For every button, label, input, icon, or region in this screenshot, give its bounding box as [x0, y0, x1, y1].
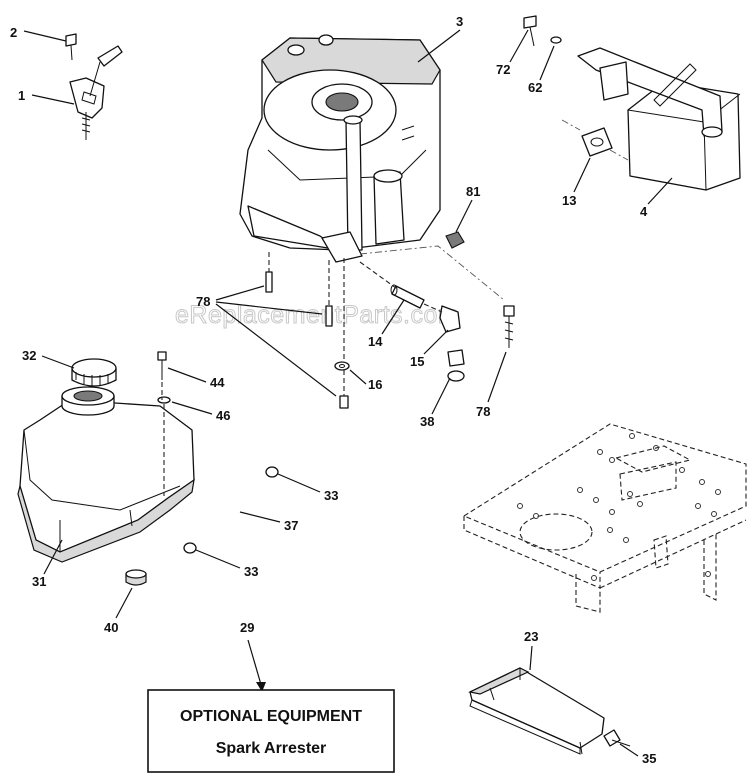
svg-text:37: 37 — [284, 518, 298, 533]
svg-text:31: 31 — [32, 574, 46, 589]
svg-text:13: 13 — [562, 193, 576, 208]
callout-1: 1 — [18, 88, 75, 105]
nut-81-part — [445, 231, 465, 249]
callout-23: 23 — [524, 629, 538, 671]
callout-81: 81 — [455, 184, 480, 233]
washer-16-part — [334, 361, 350, 371]
svg-text:78: 78 — [476, 404, 490, 419]
grommet-40-part — [125, 569, 147, 586]
svg-text:32: 32 — [22, 348, 36, 363]
svg-text:35: 35 — [642, 751, 656, 766]
callout-78b: 78 — [476, 351, 507, 419]
bolt-78-part — [265, 252, 515, 409]
svg-text:33: 33 — [244, 564, 258, 579]
optional-equipment-title: OPTIONAL EQUIPMENT — [180, 708, 362, 725]
callout-44: 44 — [167, 367, 225, 390]
svg-text:14: 14 — [368, 334, 383, 349]
fuel-fitting-part — [359, 261, 461, 333]
callout-2: 2 — [10, 25, 67, 42]
svg-text:78: 78 — [196, 294, 210, 309]
callout-14: 14 — [368, 299, 405, 349]
callout-38: 38 — [420, 377, 451, 429]
callout-35: 35 — [619, 743, 656, 766]
svg-text:46: 46 — [216, 408, 230, 423]
callout-46: 46 — [171, 401, 230, 423]
callout-13: 13 — [562, 157, 591, 208]
callout-15: 15 — [410, 329, 449, 369]
watermark-text: eReplacementParts.com — [175, 301, 459, 329]
fuel-tank-part — [17, 386, 195, 563]
fuel-cap-part — [71, 358, 117, 387]
svg-text:1: 1 — [18, 88, 25, 103]
optional-equipment-box: OPTIONAL EQUIPMENT Spark Arrester — [147, 689, 395, 773]
callout-37: 37 — [239, 511, 298, 533]
tractor-frame-reference — [462, 423, 747, 613]
callout-16: 16 — [349, 369, 382, 392]
nut-38-part — [447, 349, 465, 382]
svg-text:72: 72 — [496, 62, 510, 77]
muffler-part — [523, 15, 741, 191]
svg-text:44: 44 — [210, 375, 225, 390]
svg-text:62: 62 — [528, 80, 542, 95]
callout-29: 29 — [240, 620, 266, 692]
engine-part — [239, 34, 505, 301]
spark-arrester-shield-part — [468, 667, 631, 755]
callout-40: 40 — [104, 587, 133, 635]
svg-text:40: 40 — [104, 620, 118, 635]
svg-text:23: 23 — [524, 629, 538, 644]
callout-4: 4 — [640, 177, 673, 219]
callout-72: 72 — [496, 29, 529, 77]
fuel-line-part — [183, 466, 279, 554]
svg-text:2: 2 — [10, 25, 17, 40]
svg-text:33: 33 — [324, 488, 338, 503]
callout-33a: 33 — [277, 473, 338, 503]
callout-62: 62 — [528, 45, 555, 95]
throttle-control-part — [65, 33, 123, 140]
optional-equipment-subtitle: Spark Arrester — [216, 740, 327, 757]
callout-31: 31 — [32, 539, 63, 589]
svg-text:29: 29 — [240, 620, 254, 635]
callout-78a: 78 — [196, 285, 337, 397]
svg-text:3: 3 — [456, 14, 463, 29]
screw-44-part — [157, 351, 171, 496]
svg-text:38: 38 — [420, 414, 434, 429]
callout-33b: 33 — [195, 549, 258, 579]
callout-3: 3 — [417, 14, 463, 63]
svg-text:4: 4 — [640, 204, 648, 219]
svg-text:81: 81 — [466, 184, 480, 199]
svg-text:16: 16 — [368, 377, 382, 392]
callout-32: 32 — [22, 348, 75, 369]
svg-text:15: 15 — [410, 354, 424, 369]
